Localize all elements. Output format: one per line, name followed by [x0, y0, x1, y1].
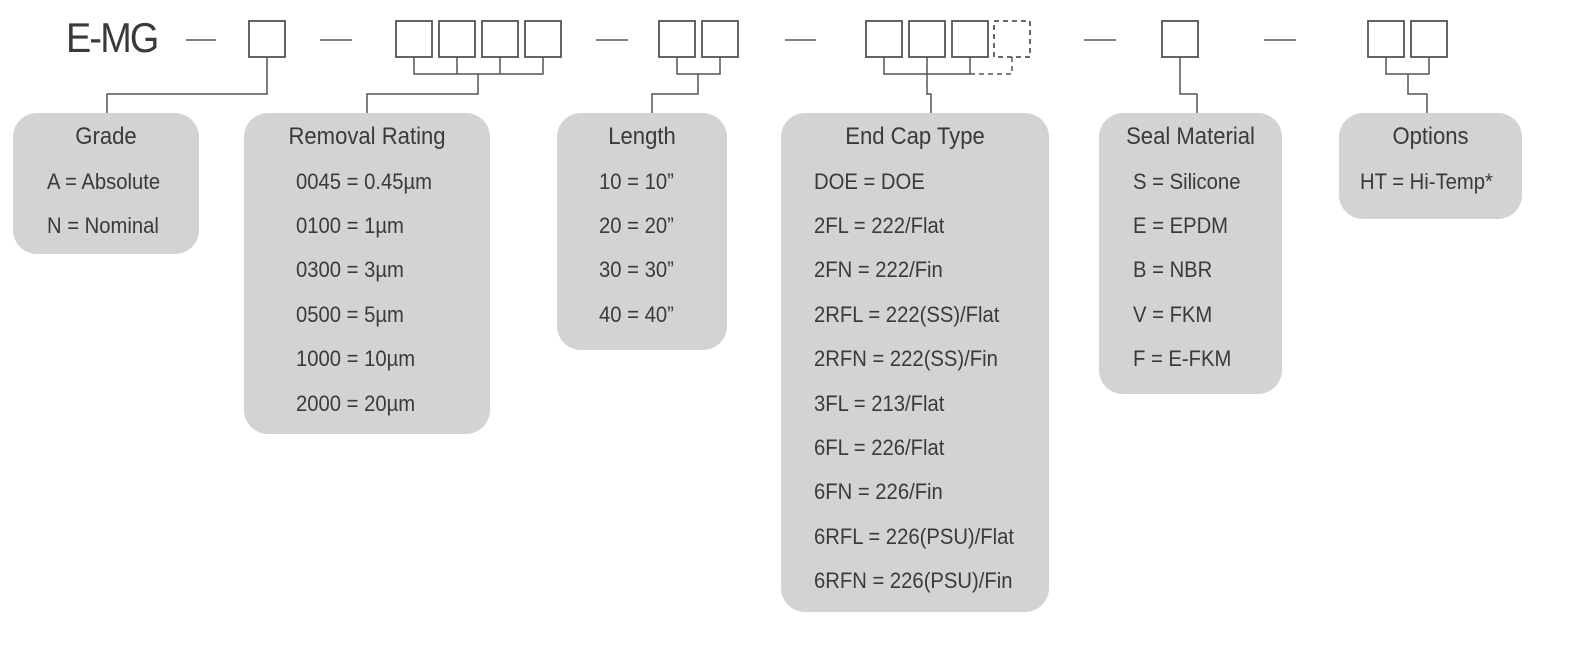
option-item: 6RFL = 226(PSU)/Flat	[814, 524, 1015, 549]
option-item: 2FL = 222/Flat	[814, 213, 945, 238]
option-item: 0500 = 5µm	[296, 302, 404, 327]
end-cap-type-panel: End Cap Type DOE = DOE 2FL = 222/Flat 2F…	[781, 113, 1049, 612]
panel-title: End Cap Type	[845, 123, 985, 150]
option-item: F = E-FKM	[1133, 346, 1232, 371]
option-item: 3FL = 213/Flat	[814, 391, 945, 416]
option-item: 40 = 40”	[599, 302, 674, 327]
option-item: 20 = 20”	[599, 213, 674, 238]
option-item: 2FN = 222/Fin	[814, 257, 943, 282]
option-item: 0045 = 0.45µm	[296, 169, 433, 194]
removal-rating-panel: Removal Rating 0045 = 0.45µm 0100 = 1µm …	[244, 113, 490, 434]
option-item: DOE = DOE	[814, 169, 925, 194]
options-panel: Options HT = Hi-Temp*	[1339, 113, 1522, 219]
panel-title: Grade	[75, 123, 137, 150]
part-prefix: E-MG	[66, 14, 159, 61]
option-item: 2RFN = 222(SS)/Fin	[814, 346, 998, 371]
grade-panel: Grade A = Absolute N = Nominal	[13, 113, 199, 254]
option-item: 0300 = 3µm	[296, 257, 404, 282]
option-item: 6RFN = 226(PSU)/Fin	[814, 568, 1013, 593]
option-item: N = Nominal	[47, 213, 159, 238]
option-item: 2RFL = 222(SS)/Flat	[814, 302, 1000, 327]
option-item: 6FL = 226/Flat	[814, 435, 945, 460]
panel-title: Length	[608, 123, 676, 150]
panel-title: Seal Material	[1126, 123, 1255, 150]
option-item: 2000 = 20µm	[296, 391, 416, 416]
option-item: A = Absolute	[47, 169, 161, 194]
option-item: S = Silicone	[1133, 169, 1241, 194]
option-item: 30 = 30”	[599, 257, 674, 282]
panel-title: Options	[1392, 123, 1469, 150]
option-item: HT = Hi-Temp*	[1360, 169, 1493, 194]
seal-material-panel: Seal Material S = Silicone E = EPDM B = …	[1099, 113, 1282, 394]
slot-boxes	[248, 20, 1448, 58]
option-item: V = FKM	[1133, 302, 1213, 327]
option-item: E = EPDM	[1133, 213, 1229, 238]
option-item: 10 = 10”	[599, 169, 674, 194]
connectors	[106, 57, 1430, 114]
panel-title: Removal Rating	[288, 123, 446, 150]
option-item: B = NBR	[1133, 257, 1213, 282]
option-item: 1000 = 10µm	[296, 346, 416, 371]
option-item: 0100 = 1µm	[296, 213, 404, 238]
option-item: 6FN = 226/Fin	[814, 479, 943, 504]
length-panel: Length 10 = 10” 20 = 20” 30 = 30” 40 = 4…	[557, 113, 727, 350]
